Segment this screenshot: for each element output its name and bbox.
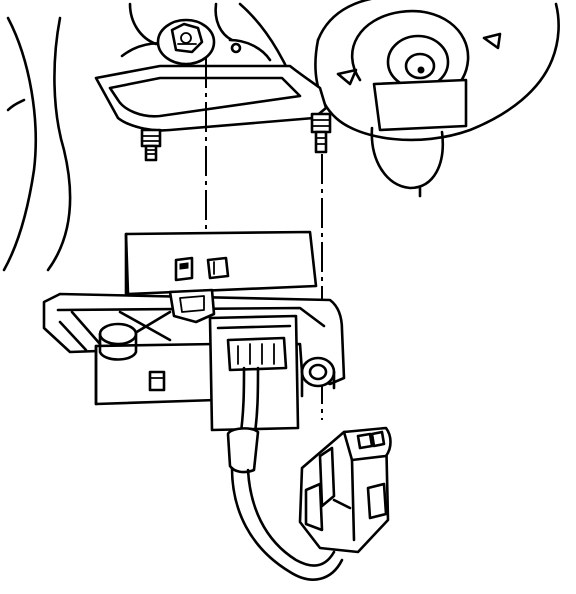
wire-loop-outer <box>230 466 344 581</box>
resistor-plate <box>124 230 318 298</box>
stud-right <box>310 112 332 154</box>
module-socket-block <box>208 314 300 432</box>
connector-lock-tab-low <box>304 482 324 532</box>
top-middle-short-curve <box>214 2 234 42</box>
left-inner-contour <box>46 16 72 272</box>
rib-1 <box>70 310 102 346</box>
socket-opening <box>226 336 288 372</box>
bracket-inner-recess <box>108 76 302 118</box>
bracket-plate <box>94 64 328 132</box>
top-left-curve <box>128 2 158 46</box>
nut-hex <box>170 22 204 54</box>
electrical-connector <box>298 426 392 554</box>
top-nut <box>156 18 216 66</box>
module-top-clip <box>168 288 216 324</box>
stud-left <box>140 128 162 162</box>
blower-motor-housing <box>314 0 560 198</box>
connector-latch <box>366 482 388 520</box>
housing-tab-left <box>336 68 358 86</box>
wire-loop-inner <box>246 468 336 567</box>
motor-shaft <box>417 66 425 74</box>
housing-outer-top <box>316 0 373 42</box>
module-post <box>148 370 166 392</box>
module-mount-boss <box>300 356 336 388</box>
motor-mount-block <box>372 78 468 132</box>
coil-cylinder-top <box>98 322 138 346</box>
mounting-studs <box>140 112 332 162</box>
wire-boot <box>226 427 260 474</box>
resistor-module <box>42 288 346 432</box>
connector-terminal-2 <box>370 430 386 448</box>
socket-pins <box>237 343 275 365</box>
socket-top-ridge <box>216 324 292 330</box>
bracket-right-lip <box>228 38 272 62</box>
nut-bore <box>180 32 192 44</box>
module-mount-hole <box>308 363 328 381</box>
connector-terminal-1 <box>356 432 374 450</box>
coil-cylinder-body <box>98 332 138 361</box>
wire-harness <box>226 366 344 581</box>
motor-lower-dome <box>370 126 445 190</box>
plate-clip-right <box>206 256 230 280</box>
connector-center-seam <box>350 458 356 542</box>
plate-clip-left <box>174 256 194 282</box>
background-body-contours <box>2 2 318 272</box>
left-body-contour <box>2 16 37 272</box>
bracket-rivet <box>230 42 242 54</box>
housing-tab-right <box>482 32 502 50</box>
left-notch <box>6 98 26 112</box>
module-flange-inner <box>56 306 326 328</box>
motor-hub-center <box>404 52 436 80</box>
rib-3 <box>58 320 88 352</box>
